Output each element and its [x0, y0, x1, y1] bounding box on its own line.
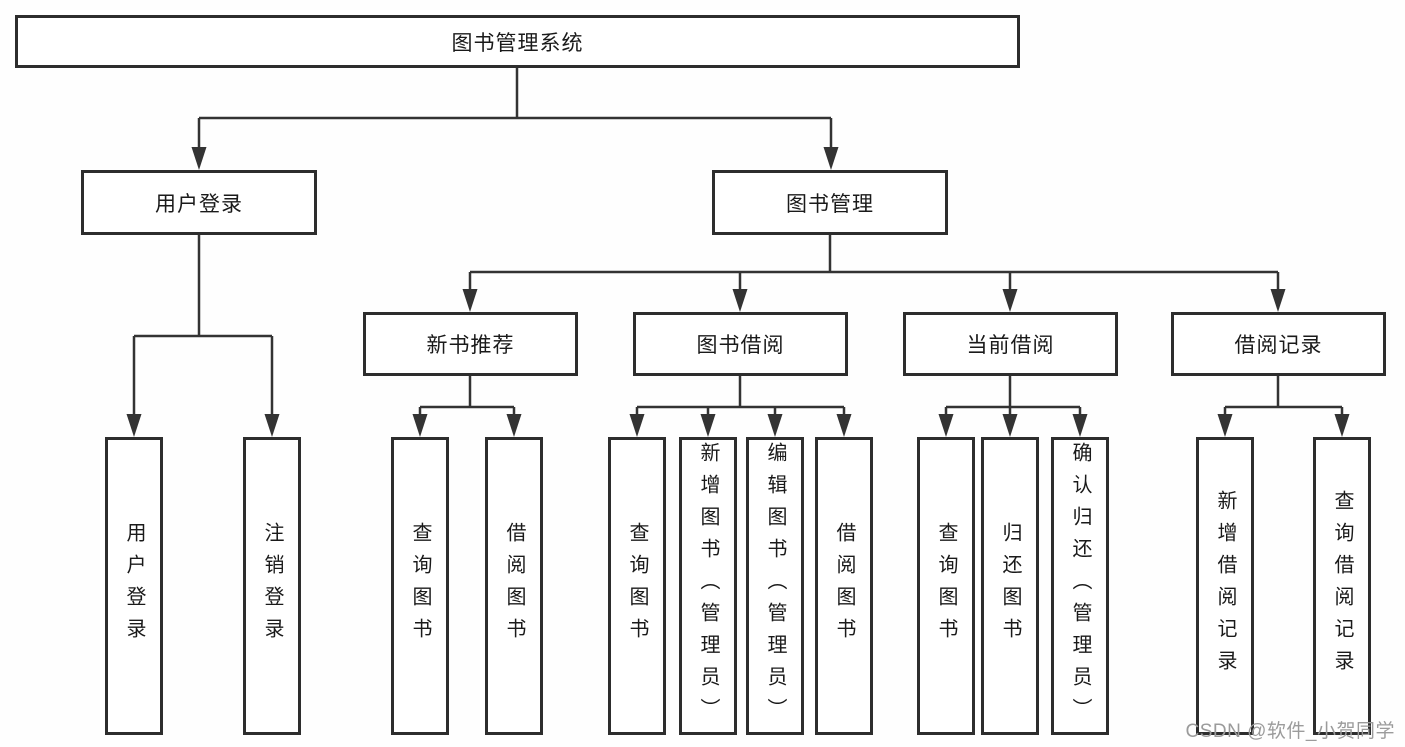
leaf-query-borrow-record-label: 查询借阅记录 [1331, 490, 1353, 682]
csdn-watermark: CSDN @软件_小贺同学 [1185, 721, 1395, 742]
leaf-confirm-return-admin-label: 确认归还（管理员） [1069, 442, 1091, 730]
leaf-borrow-books-1-label: 借阅图书 [503, 522, 525, 650]
node-user-login-label: 用户登录 [155, 192, 243, 216]
leaf-add-borrow-record-label: 新增借阅记录 [1214, 490, 1236, 682]
connector-paths [132, 68, 1344, 419]
leaf-return-books: 归还图书 [981, 437, 1039, 735]
node-root: 图书管理系统 [15, 15, 1020, 68]
node-book-management-label: 图书管理 [786, 192, 874, 216]
leaf-return-books-label: 归还图书 [999, 522, 1021, 650]
leaf-borrow-books-1: 借阅图书 [485, 437, 543, 735]
node-root-label: 图书管理系统 [451, 31, 584, 55]
node-borrowing-records: 借阅记录 [1171, 312, 1386, 376]
node-new-book-recommend: 新书推荐 [363, 312, 578, 376]
leaf-borrow-books-2: 借阅图书 [815, 437, 873, 735]
leaf-add-books-admin: 新增图书（管理员） [679, 437, 737, 735]
leaf-confirm-return-admin: 确认归还（管理员） [1051, 437, 1109, 735]
node-current-borrowing-label: 当前借阅 [966, 334, 1055, 357]
leaf-query-books-2: 查询图书 [608, 437, 666, 735]
leaf-borrow-books-2-label: 借阅图书 [833, 522, 855, 650]
leaf-add-books-admin-label: 新增图书（管理员） [697, 442, 719, 730]
node-user-login: 用户登录 [81, 170, 317, 235]
node-book-borrowing: 图书借阅 [633, 312, 848, 376]
leaf-query-books-2-label: 查询图书 [626, 522, 648, 650]
node-book-management: 图书管理 [712, 170, 948, 235]
leaf-add-borrow-record: 新增借阅记录 [1196, 437, 1254, 735]
leaf-query-books-1: 查询图书 [391, 437, 449, 735]
node-current-borrowing: 当前借阅 [903, 312, 1118, 376]
leaf-query-books-1-label: 查询图书 [409, 522, 431, 650]
leaf-user-login-label: 用户登录 [123, 522, 145, 650]
arrowheads [126, 147, 1350, 437]
leaf-query-books-3-label: 查询图书 [935, 522, 957, 650]
node-borrowing-records-label: 借阅记录 [1234, 334, 1323, 357]
leaf-logout: 注销登录 [243, 437, 301, 735]
node-book-borrowing-label: 图书借阅 [696, 334, 785, 357]
leaf-edit-books-admin-label: 编辑图书（管理员） [764, 442, 786, 730]
leaf-edit-books-admin: 编辑图书（管理员） [746, 437, 804, 735]
leaf-logout-label: 注销登录 [261, 522, 283, 650]
leaf-query-borrow-record: 查询借阅记录 [1313, 437, 1371, 735]
leaf-query-books-3: 查询图书 [917, 437, 975, 735]
leaf-user-login: 用户登录 [105, 437, 163, 735]
node-new-book-recommend-label: 新书推荐 [426, 334, 515, 357]
